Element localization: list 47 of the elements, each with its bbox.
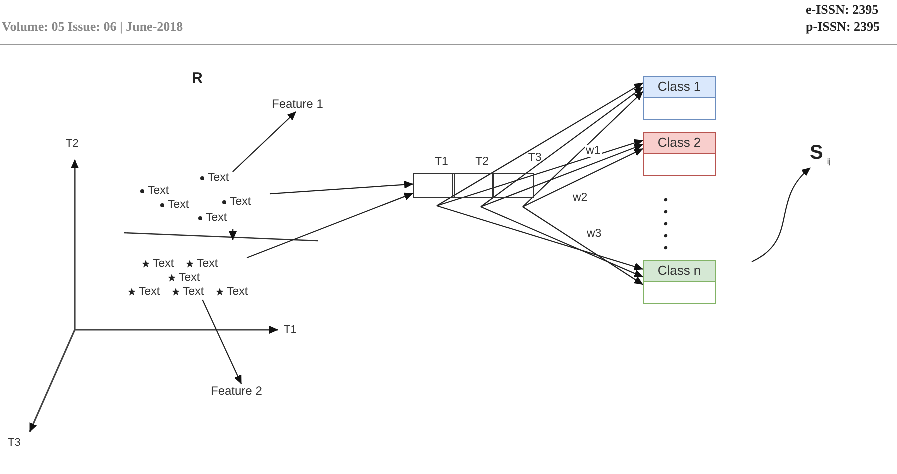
class-title: Class 2 [644, 133, 715, 154]
data-point-label: Text [139, 286, 160, 298]
class-title: Class 1 [644, 77, 715, 98]
arrow [522, 92, 644, 208]
issn-text: p-ISSN: 2395 [806, 19, 880, 35]
symbol-label: S$_{ij}$ [810, 142, 831, 166]
data-point-label: Text [197, 258, 218, 270]
data-point-label: Text [153, 258, 174, 270]
arrow [480, 87, 644, 208]
data-point-label: Text [208, 172, 230, 184]
edge-label: w3 [586, 228, 603, 240]
arrow [522, 148, 644, 208]
data-point-label: Text [168, 199, 190, 211]
edge-label: w1 [585, 145, 602, 157]
issn-text: e-ISSN: 2395 [806, 2, 879, 18]
vector-header: T1 [435, 156, 448, 168]
arrow [752, 168, 811, 262]
data-point-label: Text [230, 196, 252, 208]
class-title: Class n [644, 261, 715, 282]
arrow [270, 180, 414, 195]
issue-text: Volume: 05 Issue: 06 | June-2018 [2, 19, 184, 35]
data-point-label: Text [183, 286, 204, 298]
arrow [522, 206, 644, 286]
region-label: R [192, 70, 203, 87]
vector-header: T2 [476, 156, 490, 168]
axis-label: T3 [8, 437, 21, 449]
axis-label: T2 [66, 138, 79, 150]
arrow [436, 205, 644, 271]
class-box [643, 132, 716, 176]
data-point-label: Text [179, 272, 200, 284]
feature-label: Feature 1 [272, 97, 336, 112]
axis-label: T1 [284, 324, 297, 336]
data-point-label: Text [148, 185, 170, 197]
data-point-label: Text [227, 286, 248, 298]
arrow [232, 112, 296, 172]
arrow [246, 192, 414, 259]
data-point-label: Text [206, 212, 228, 224]
class-box [643, 260, 716, 304]
arrow [480, 144, 644, 208]
edge-label: w2 [572, 192, 589, 204]
feature-label: Feature 2 [211, 384, 279, 399]
class-box [643, 76, 716, 120]
arrow [436, 139, 644, 207]
vector-header: T3 [528, 152, 542, 164]
arrow [480, 206, 644, 278]
arrow [202, 300, 242, 384]
arrow [436, 82, 644, 206]
